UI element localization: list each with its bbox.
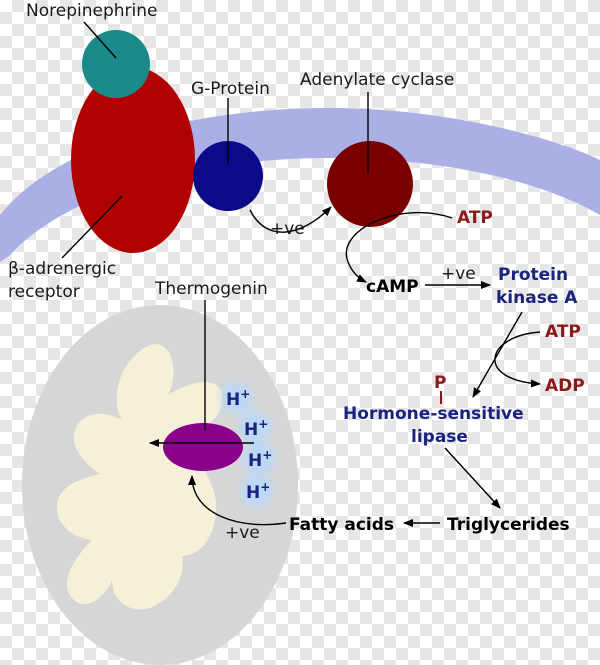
arrow-atp-to-adp [494,331,541,388]
protein-kinase-a-label-line2: kinase A [496,288,578,308]
atp-label-1: ATP [457,208,493,228]
adp-label: ADP [545,376,585,396]
h-ion-glows [221,382,275,507]
receptor-leader [61,195,123,259]
beta-adrenergic-receptor [71,67,195,253]
fatty-acids-label: Fatty acids [289,515,394,535]
phosphate-label: P [434,373,446,393]
arrow-atp-to-camp [345,211,453,283]
hormone-sensitive-lipase-label-line2: lipase [411,427,468,447]
h-ion-3: H+ [248,448,272,471]
arrow-fatty-acids-to-thermogenin [188,475,287,526]
arrow-pka-to-hsl [472,311,523,398]
mitochondrial-matrix [56,344,223,610]
camp-label: cAMP [366,277,419,297]
norepinephrine-leader [83,21,117,59]
receptor-label-line2: receptor [8,282,80,302]
h-ion-4: H+ [246,480,270,503]
g-protein-label: G-Protein [191,79,270,99]
norepinephrine-label: Norepinephrine [26,1,157,21]
hormone-sensitive-lipase-label-line1: Hormone-sensitive [343,404,524,424]
plus-ve-label-1: +ve [270,219,305,239]
norepinephrine [82,30,150,98]
arrow-hsl-to-triglycerides [444,447,501,509]
arrow-gprotein-to-cyclase [249,206,332,233]
protein-kinase-a-label-line1: Protein [498,265,568,285]
h-ion-1: H+ [226,387,250,410]
thermogenin-label: Thermogenin [154,279,268,299]
adenylate-cyclase-label: Adenylate cyclase [300,70,454,90]
thermogenin [163,423,243,471]
atp-label-2: ATP [545,322,581,342]
adenylate-cyclase [327,141,413,227]
g-protein [193,141,263,211]
plus-ve-label-2: +ve [441,264,476,284]
h-ion-2: H+ [244,417,268,440]
plus-ve-label-3: +ve [225,523,260,543]
receptor-label-line1: β-adrenergic [8,259,116,279]
triglycerides-label: Triglycerides [447,515,570,535]
